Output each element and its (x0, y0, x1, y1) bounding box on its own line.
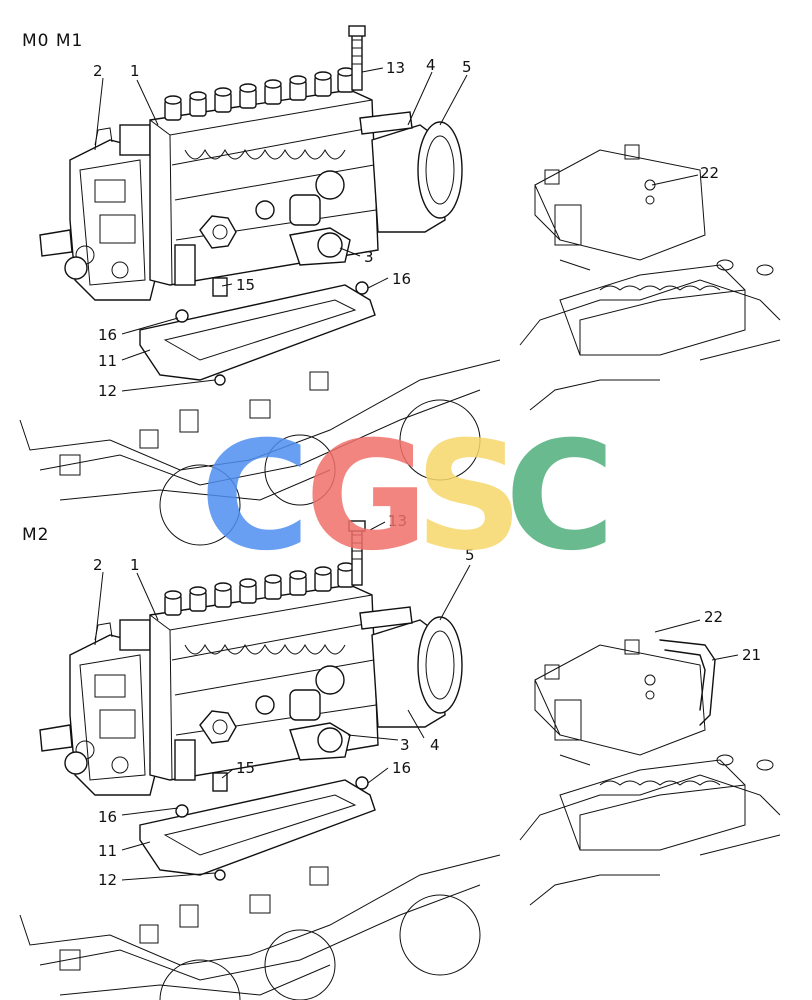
mounting-plate-bottom (139, 779, 376, 876)
pipe-21 (659, 639, 716, 726)
callout-2: 2 (93, 62, 103, 80)
callout-16-left: 16 (98, 326, 117, 344)
callout-4: 4 (426, 56, 436, 74)
watermark-letter-c2: C (505, 410, 615, 584)
callout-3: 3 (400, 736, 410, 754)
callout-22: 22 (704, 608, 723, 626)
callout-12: 12 (98, 871, 117, 889)
watermark-letter-g: G (305, 410, 428, 584)
callout-21: 21 (742, 646, 761, 664)
callout-2: 2 (93, 556, 103, 574)
callout-1: 1 (130, 556, 140, 574)
callout-5: 5 (465, 546, 475, 564)
watermark-letter-s: S (415, 410, 523, 584)
callout-13: 13 (388, 512, 407, 530)
callout-15: 15 (236, 276, 255, 294)
callout-15: 15 (236, 759, 255, 777)
callout-4: 4 (430, 736, 440, 754)
watermark-letter-c1: C (200, 410, 310, 584)
engine-inset-top (519, 144, 781, 411)
callout-11: 11 (98, 352, 117, 370)
engine-inset-bottom (519, 639, 781, 906)
callout-16-left: 16 (98, 808, 117, 826)
callout-1: 1 (130, 62, 140, 80)
section-title-top: M0 M1 (22, 31, 83, 51)
callout-16-right: 16 (392, 270, 411, 288)
callout-12: 12 (98, 382, 117, 400)
callout-3: 3 (364, 248, 374, 266)
callout-16-right: 16 (392, 759, 411, 777)
cgsc-watermark: C G S C (200, 410, 615, 584)
callout-22: 22 (700, 164, 719, 182)
callout-13: 13 (386, 59, 405, 77)
section-title-bottom: M2 (22, 525, 49, 545)
mounting-plate-top (139, 284, 376, 381)
callout-5: 5 (462, 58, 472, 76)
injection-pump-bottom (19, 520, 501, 1000)
callout-11: 11 (98, 842, 117, 860)
